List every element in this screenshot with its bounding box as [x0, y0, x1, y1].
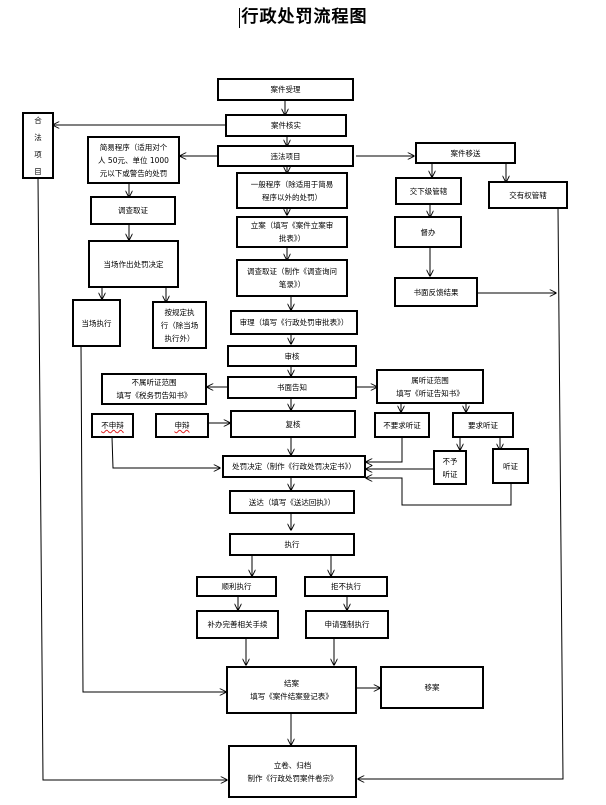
node-general-procedure: 一般程序（除适用于简易 程序以外的处罚）	[236, 172, 348, 209]
node-supervise: 督办	[394, 216, 462, 248]
node-no-hearing-request: 不要求听证	[374, 412, 430, 438]
node-case-verify: 案件核实	[225, 114, 347, 137]
no-defense-label: 不申辩	[101, 421, 124, 430]
node-investigate-simple: 调查取证	[90, 196, 176, 225]
node-hearing: 听证	[492, 448, 529, 484]
node-onsite-execute: 当场执行	[72, 299, 121, 347]
node-simple-procedure: 简易程序（适用对个 人 50元、单位 1000 元以下或警告的处罚	[87, 136, 180, 184]
node-hearing-scope: 属听证范围 填写《听证告知书》	[376, 369, 484, 404]
node-complete-procedures: 补办完善相关手续	[196, 610, 279, 639]
node-recheck: 复核	[230, 410, 356, 438]
node-execute: 执行	[229, 533, 355, 556]
node-transfer-jurisdiction: 交有权管辖	[488, 181, 568, 209]
node-written-feedback: 书面反馈结果	[394, 277, 478, 307]
text-cursor	[238, 7, 240, 28]
node-penalty-decision: 处罚决定（制作《行政处罚决定书》）	[222, 455, 366, 478]
node-case-transfer: 案件移送	[415, 142, 516, 164]
node-not-hearing-scope: 不属听证范围 填写《税务罚告知书》	[101, 373, 207, 405]
node-onsite-decision: 当场作出处罚决定	[88, 240, 179, 288]
node-review-fill: 审理（填写《行政处罚审批表》）	[230, 310, 358, 335]
node-transfer-case: 移案	[380, 666, 484, 709]
node-archive: 立卷、归档 制作《行政处罚案件卷宗》	[228, 745, 357, 798]
node-execute-by-rule: 按规定执 行（除当场 执行外）	[152, 301, 207, 349]
page-title: 行政处罚流程图	[0, 2, 606, 28]
node-close-case: 结案 填写《案件结案登记表》	[226, 666, 357, 714]
title-text: 行政处罚流程图	[241, 7, 368, 27]
node-transfer-lower: 交下级管辖	[395, 177, 462, 205]
node-illegal-item: 违法项目	[217, 145, 354, 167]
node-serve: 送达（填写《送达回执》）	[229, 490, 355, 514]
defense-label: 申辩	[174, 421, 190, 430]
node-written-notice: 书面告知	[227, 376, 357, 399]
node-request-hearing: 要求听证	[452, 412, 514, 438]
node-not-granted-hearing: 不予 听证	[433, 450, 467, 485]
node-smooth-execute: 顺利执行	[196, 576, 277, 597]
node-investigate-general: 调查取证（制作《调查询问 笔录》）	[236, 259, 348, 297]
node-no-defense: 不申辩	[91, 413, 134, 438]
node-case-accept: 案件受理	[217, 78, 354, 101]
node-defense: 申辩	[155, 413, 209, 438]
node-legal-item: 合 法 项 目	[22, 112, 54, 179]
node-apply-enforcement: 申请强制执行	[305, 610, 389, 639]
node-file-case: 立案（填写《案件立案审 批表》）	[236, 216, 348, 248]
node-refuse-execute: 拒不执行	[304, 576, 388, 597]
node-examine: 审核	[227, 345, 357, 367]
